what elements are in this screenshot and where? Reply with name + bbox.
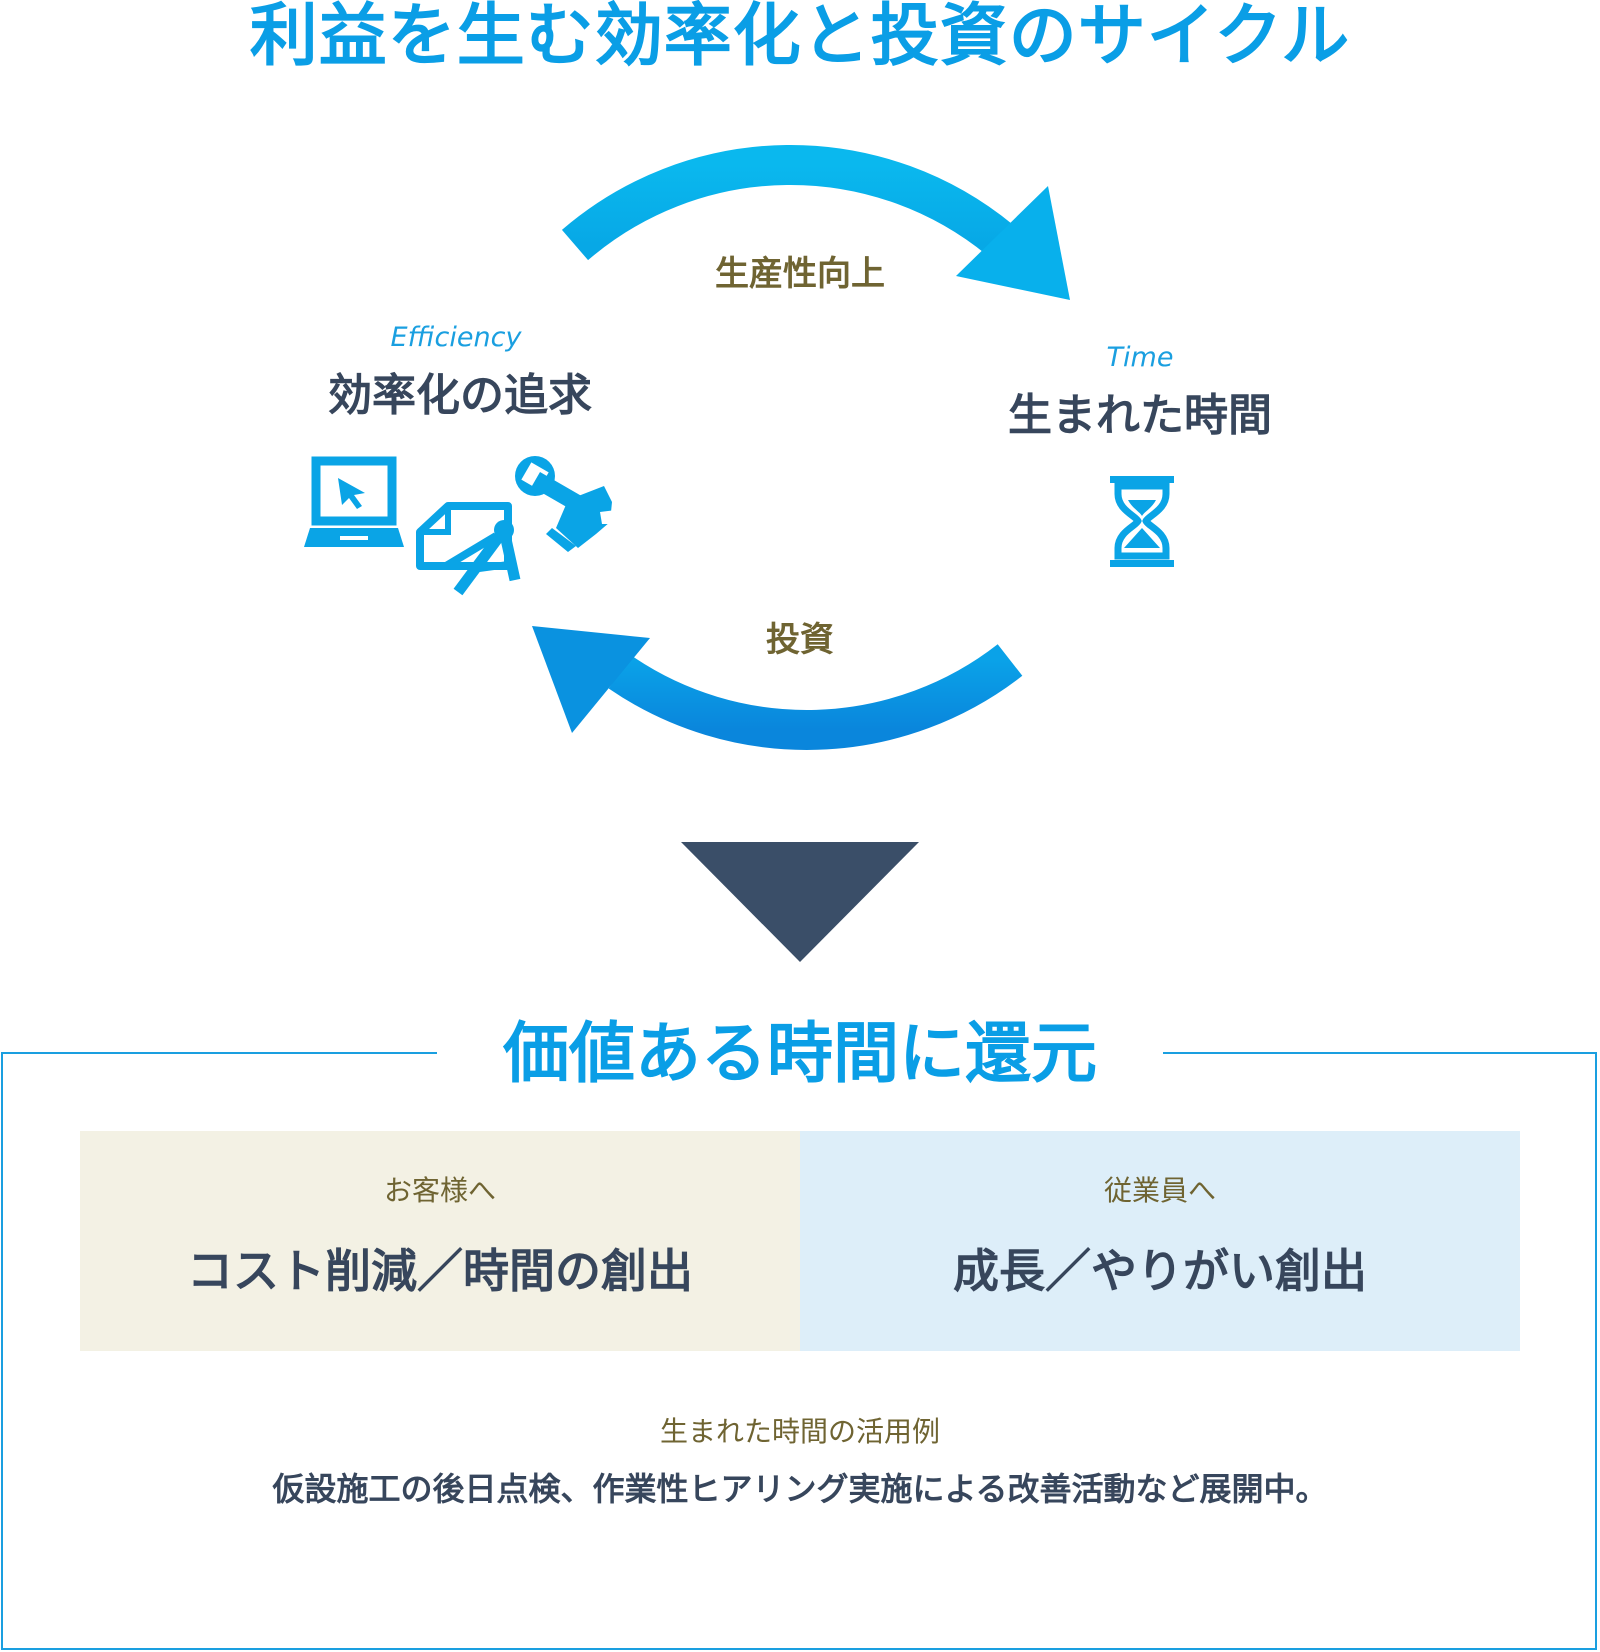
time-en-label: Time <box>1106 342 1174 373</box>
laptop-cursor-icon <box>304 456 404 547</box>
blueprint-compass-icon <box>416 502 521 596</box>
customers-panel: お客様へ コスト削減／時間の創出 <box>80 1131 800 1351</box>
customers-sub-label: お客様へ <box>383 1174 496 1207</box>
cycle-diagram <box>304 144 1174 962</box>
wrench-hand-icon <box>515 456 616 552</box>
result-title-backdrop <box>437 1010 1163 1100</box>
efficiency-en-label: Efficiency <box>390 322 522 353</box>
page-title: 利益を生む効率化と投資のサイクル <box>249 0 1351 76</box>
hourglass-icon <box>1110 476 1174 567</box>
efficiency-title: 効率化の追求 <box>328 370 592 421</box>
employees-main-label: 成長／やりがい創出 <box>953 1244 1367 1298</box>
top-arrow-label: 生産性向上 <box>715 254 885 294</box>
employees-panel: 従業員へ 成長／やりがい創出 <box>800 1131 1520 1351</box>
bottom-cycle-arrow <box>532 626 1023 750</box>
result-title: 価値ある時間に還元 <box>503 1015 1097 1092</box>
time-title: 生まれた時間 <box>1008 390 1272 441</box>
top-cycle-arrow <box>561 144 1070 300</box>
customers-main-label: コスト削減／時間の創出 <box>187 1244 693 1298</box>
example-text: 仮設施工の後日点検、作業性ヒアリング実施による改善活動など展開中。 <box>272 1470 1328 1508</box>
bottom-arrow-label: 投資 <box>766 620 834 660</box>
employees-sub-label: 従業員へ <box>1103 1174 1216 1207</box>
example-label: 生まれた時間の活用例 <box>659 1415 940 1448</box>
down-arrow-triangle <box>681 842 919 962</box>
